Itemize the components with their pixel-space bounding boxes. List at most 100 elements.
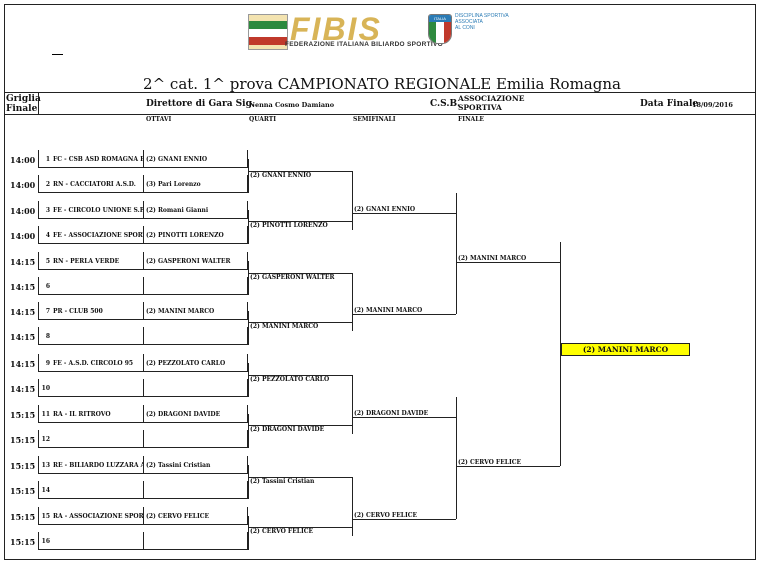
entry-divider — [143, 175, 144, 193]
brand-subtitle: FEDERAZIONE ITALIANA BILIARDO SPORTIVO — [285, 41, 444, 48]
quarti-player: (2) GASPERONI WALTER — [250, 274, 335, 281]
match-time: 14:15 — [10, 307, 36, 317]
entry-divider — [143, 327, 144, 345]
match-time: 14:00 — [10, 231, 36, 241]
quarti-player: (2) Tassini Cristian — [250, 478, 315, 485]
player-name: (2) GNANI ENNIO — [146, 156, 208, 163]
player-name: (2) PEZZOLATO CARLO — [146, 360, 226, 367]
match-time: 15:15 — [10, 512, 36, 522]
match-time: 15:15 — [10, 537, 36, 547]
header-separator — [38, 93, 39, 114]
player-name: (2) DRAGONI DAVIDE — [146, 411, 221, 418]
col-quarti: QUARTI — [249, 116, 277, 123]
dash-mark — [52, 54, 63, 55]
data-finale-value: 18/09/2016 — [692, 101, 733, 109]
match-time: 15:15 — [10, 461, 36, 471]
quarti-player: (2) CERVO FELICE — [250, 528, 314, 535]
entry-divider — [143, 456, 144, 474]
player-name: (3) Pari Lorenzo — [146, 181, 201, 188]
club-name: RE - BILIARDO LUZZARA ASSOCIAZIONE — [53, 462, 143, 469]
title-divider — [4, 92, 756, 93]
entry-number: 8 — [45, 333, 50, 340]
coni-badge: ITALIA — [429, 15, 451, 22]
entry-divider — [143, 201, 144, 219]
match-time: 14:00 — [10, 155, 36, 165]
entry-number: 9 — [45, 360, 50, 367]
club-name: RN - PERLA VERDE — [53, 258, 120, 265]
quarti-line — [248, 375, 352, 376]
csb-name-line-1: ASSOCIAZIONE — [458, 94, 525, 103]
coni-shield-icon: ITALIA — [428, 14, 452, 44]
match-time: 14:00 — [10, 206, 36, 216]
entry-number: 4 — [45, 232, 50, 239]
finale-connector — [560, 242, 561, 466]
entry-number: 15 — [41, 513, 50, 520]
quarti-connector — [352, 477, 353, 536]
match-time: 14:00 — [10, 180, 36, 190]
match-time: 15:15 — [10, 410, 36, 420]
csb-name: ASSOCIAZIONE SPORTIVA — [458, 94, 524, 112]
entry-divider — [143, 150, 144, 168]
match-time: 14:15 — [10, 257, 36, 267]
entry-divider — [143, 507, 144, 525]
player-name: (2) PINOTTI LORENZO — [146, 232, 224, 239]
entry-number: 10 — [41, 385, 50, 392]
finale-player: (2) CERVO FELICE — [458, 459, 522, 466]
quarti-line — [248, 273, 352, 274]
col-finale: FINALE — [458, 116, 484, 123]
semifinali-line — [352, 519, 456, 520]
entry-divider — [143, 379, 144, 397]
entry-number: 3 — [45, 207, 50, 214]
entry-number: 14 — [41, 487, 50, 494]
player-name: (2) Tassini Cristian — [146, 462, 211, 469]
direttore-name: Nenna Cosmo Damiano — [249, 101, 335, 109]
quarti-connector — [352, 375, 353, 434]
semifinali-connector — [456, 193, 457, 314]
quarti-line — [248, 322, 352, 323]
brand-logo: FIBIS — [290, 11, 382, 47]
club-name: RN - CACCIATORI A.S.D. — [53, 181, 136, 188]
griglia-finale-label: Griglia Finale — [6, 94, 41, 114]
col-semifinali: SEMIFINALI — [353, 116, 396, 123]
quarti-player: (2) MANINI MARCO — [250, 323, 319, 330]
entry-number: 5 — [45, 258, 50, 265]
pair-connector — [248, 261, 249, 295]
club-name: FC - CSB ASD ROMAGNA BILIARDI — [53, 156, 143, 163]
match-time: 15:15 — [10, 435, 36, 445]
club-name: FE - CIRCOLO UNIONE S.P.I.M. A.S.D. — [53, 207, 143, 214]
page-title: 2^ cat. 1^ prova CAMPIONATO REGIONALE Em… — [143, 75, 621, 93]
entry-number: 13 — [41, 462, 50, 469]
entry-divider — [143, 226, 144, 244]
quarti-line — [248, 221, 352, 222]
entry-divider — [143, 532, 144, 550]
csb-name-line-2: SPORTIVA — [458, 103, 502, 112]
player-name: (2) MANINI MARCO — [146, 308, 215, 315]
entry-number: 11 — [41, 411, 50, 418]
data-finale-label: Data Finale — [640, 99, 699, 109]
semifinali-player: (2) MANINI MARCO — [354, 307, 423, 314]
quarti-line — [248, 527, 352, 528]
club-name: FE - ASSOCIAZIONE SPORTIVA — [53, 232, 143, 239]
pair-connector — [248, 516, 249, 550]
quarti-line — [248, 477, 352, 478]
quarti-connector — [352, 273, 353, 331]
match-time: 14:15 — [10, 384, 36, 394]
entry-divider — [143, 354, 144, 372]
semifinali-line — [352, 417, 456, 418]
match-time: 14:15 — [10, 332, 36, 342]
entry-number: 2 — [45, 181, 50, 188]
entry-divider — [143, 481, 144, 499]
csb-label: C.S.B. — [430, 99, 461, 109]
sheet-frame — [4, 4, 756, 560]
club-name: FE - A.S.D. CIRCOLO 95 — [53, 360, 134, 367]
coni-line-3: AL CONI — [455, 25, 475, 31]
entry-number: 1 — [45, 156, 50, 163]
header-divider — [4, 114, 756, 115]
finale-line — [456, 262, 560, 263]
match-time: 14:15 — [10, 282, 36, 292]
coni-line-2: ASSOCIATA — [455, 19, 483, 25]
semifinali-player: (2) GNANI ENNIO — [354, 206, 416, 213]
entry-number: 16 — [41, 538, 50, 545]
club-name: RA - ASSOCIAZIONE SPORTIVA — [53, 513, 143, 520]
quarti-line — [248, 171, 352, 172]
